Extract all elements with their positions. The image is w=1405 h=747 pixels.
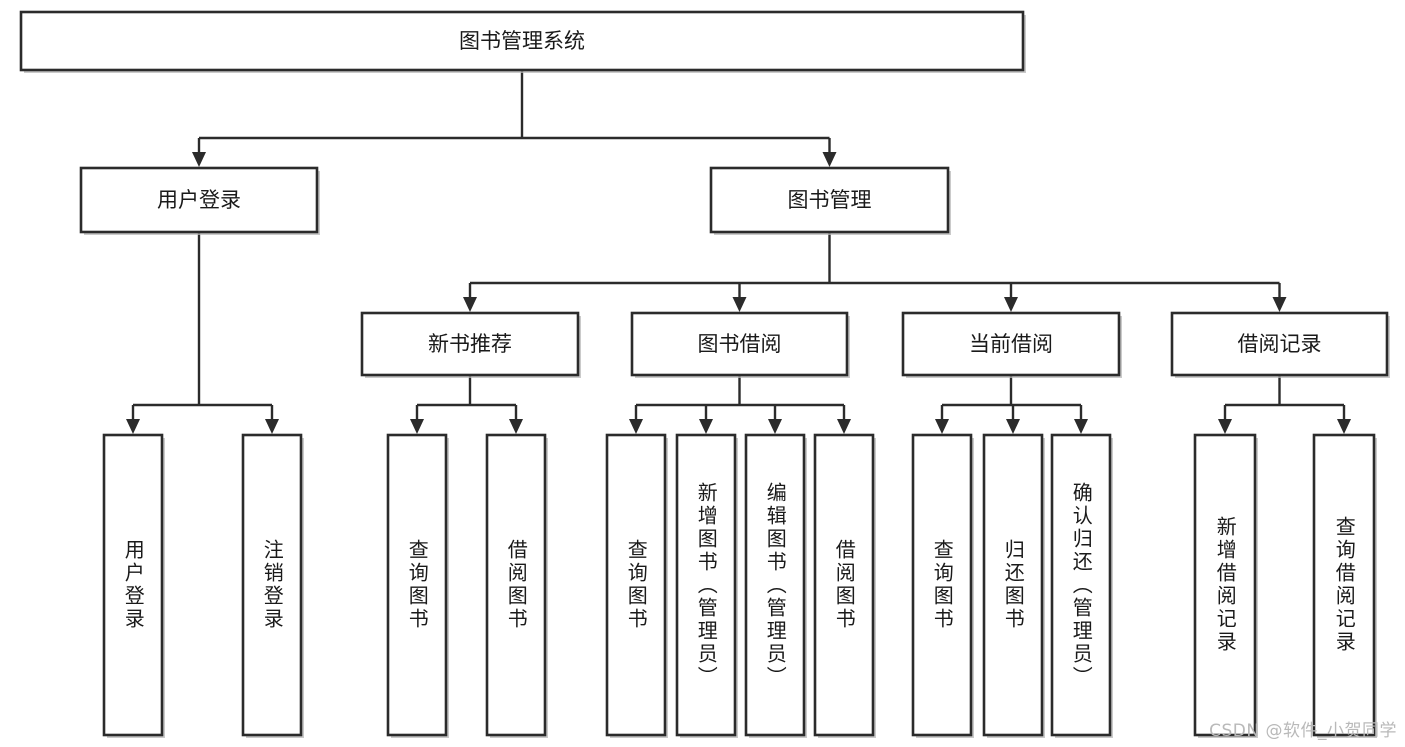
node-[interactable] — [675, 433, 737, 737]
connector-group- — [463, 232, 1287, 312]
arrow-head-icon — [410, 419, 424, 434]
arrow-head-icon — [1004, 297, 1018, 312]
arrow-head-icon — [935, 419, 949, 434]
node-[interactable] — [1312, 433, 1376, 737]
connector-group- — [629, 375, 851, 434]
arrow-head-icon — [1272, 297, 1287, 312]
arrow-head-icon — [1074, 419, 1088, 434]
arrow-head-icon — [732, 297, 747, 312]
connector-group- — [935, 375, 1088, 434]
node-[interactable] — [1050, 433, 1112, 737]
arrow-head-icon — [822, 152, 837, 167]
connector-group- — [126, 232, 279, 434]
node-[interactable] — [605, 433, 667, 737]
node-[interactable] — [901, 311, 1121, 377]
node-[interactable] — [744, 433, 806, 737]
node-box-layer — [19, 10, 1390, 738]
node-[interactable] — [982, 433, 1044, 737]
node-[interactable] — [386, 433, 448, 737]
arrow-head-icon — [265, 419, 279, 434]
node-[interactable] — [19, 10, 1025, 72]
node-[interactable] — [1193, 433, 1257, 737]
node-[interactable] — [102, 433, 164, 737]
node-[interactable] — [630, 311, 849, 377]
node--label: 图书借阅 — [698, 332, 782, 356]
connector-layer — [126, 70, 1351, 434]
arrow-head-icon — [1218, 419, 1232, 434]
node--label: 图书管理系统 — [459, 29, 585, 53]
arrow-head-icon — [1337, 419, 1351, 434]
node-[interactable] — [360, 311, 580, 377]
node--label: 借阅记录 — [1238, 332, 1322, 356]
connector-group- — [1218, 375, 1351, 434]
node-[interactable] — [485, 433, 547, 737]
arrow-head-icon — [463, 297, 477, 312]
node-[interactable] — [1170, 311, 1389, 377]
arrow-head-icon — [192, 152, 206, 167]
connector-group- — [192, 70, 837, 167]
node-[interactable] — [911, 433, 973, 737]
arrow-head-icon — [126, 419, 140, 434]
arrow-head-icon — [768, 419, 782, 434]
node-[interactable] — [241, 433, 303, 737]
arrow-head-icon — [629, 419, 643, 434]
watermark-text: CSDN @软件_小贺同学 — [1209, 721, 1397, 741]
node--label: 新书推荐 — [428, 332, 512, 356]
connector-group- — [410, 375, 523, 434]
arrow-head-icon — [509, 419, 523, 434]
node--label: 用户登录 — [157, 188, 241, 212]
arrow-head-icon — [699, 419, 713, 434]
arrow-head-icon — [837, 419, 851, 434]
node-[interactable] — [813, 433, 875, 737]
node-[interactable] — [79, 166, 319, 234]
node--label: 图书管理 — [788, 188, 872, 212]
node-[interactable] — [709, 166, 950, 234]
arrow-head-icon — [1006, 419, 1020, 434]
node--label: 当前借阅 — [969, 332, 1053, 356]
